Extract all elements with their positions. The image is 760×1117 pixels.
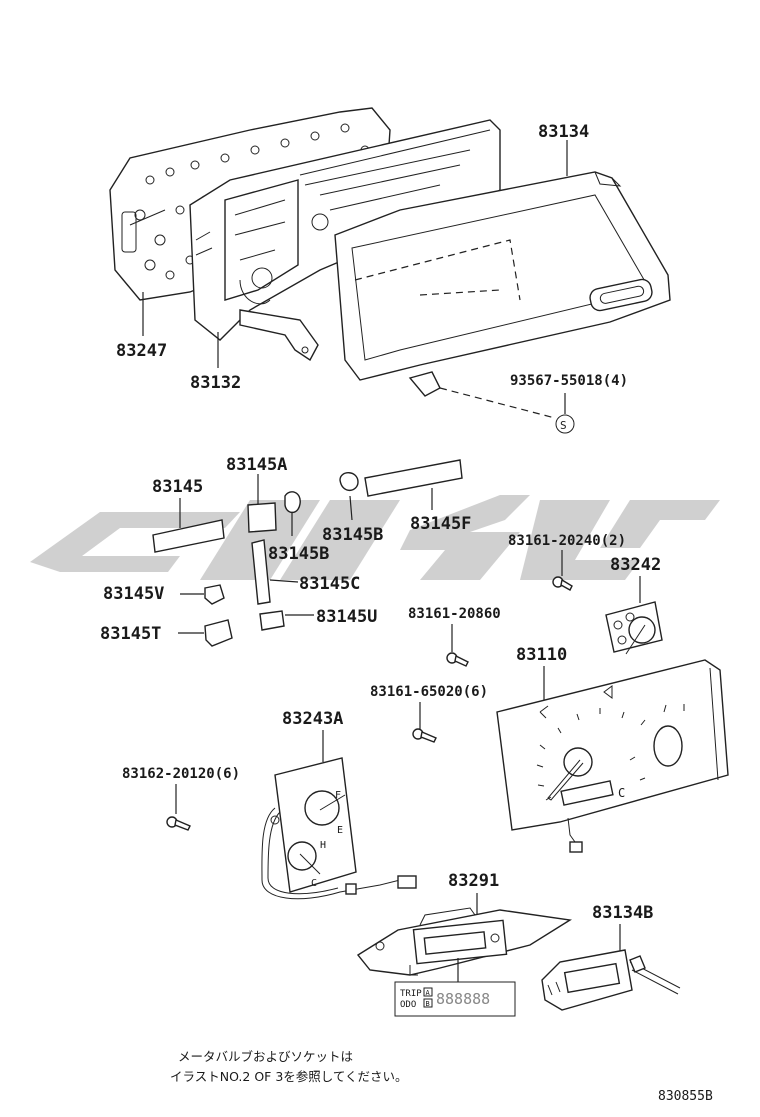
label-83134: 83134 xyxy=(538,122,589,142)
label-83161-20860: 83161-20860 xyxy=(408,606,501,622)
plate-83145U xyxy=(259,610,285,631)
gauge-83242: 83242 xyxy=(605,555,663,655)
label-83134B: 83134B xyxy=(592,903,653,923)
screw-83161-20860 xyxy=(446,652,469,667)
screw-symbol-circle xyxy=(555,414,575,434)
cap-83145B-center xyxy=(284,491,301,514)
top-callouts: 83134 83247 83132 S 93567-55018(4) xyxy=(116,122,628,434)
temp-h-mark: H xyxy=(320,840,326,851)
display-83134B: 83134B xyxy=(541,903,681,1011)
label-83145T: 83145T xyxy=(100,624,161,644)
label-83247: 83247 xyxy=(116,341,167,361)
label-83145F: 83145F xyxy=(410,514,471,534)
drawing-code: 830855B xyxy=(658,1089,713,1104)
odo-odo-label: ODO xyxy=(400,1000,416,1010)
screw-83161-65020 xyxy=(412,728,437,743)
fuel-e-mark: E xyxy=(337,825,343,836)
symbol-s: S xyxy=(560,419,567,432)
label-83145B-center: 83145B xyxy=(268,544,329,564)
label-83132: 83132 xyxy=(190,373,241,393)
odo-trip-label: TRIP xyxy=(400,989,422,999)
screws-group: 83161-20240(2) 83161-20860 83161-65020(6… xyxy=(122,533,626,831)
plate-83145T xyxy=(204,619,233,647)
label-83145C: 83145C xyxy=(299,574,360,594)
label-83145B-right: 83145B xyxy=(322,525,383,545)
small-plates-group: 83145F 83145B 83145A 83145 83145B 83145C… xyxy=(100,455,471,647)
label-83162-20120: 83162-20120(6) xyxy=(122,766,240,782)
label-83161-20240: 83161-20240(2) xyxy=(508,533,626,549)
label-83291: 83291 xyxy=(448,871,499,891)
plate-83145 xyxy=(152,519,225,553)
speedometer-83110: 83110 C xyxy=(496,645,729,853)
label-83145V: 83145V xyxy=(103,584,164,604)
screw-83162-20120 xyxy=(166,816,191,831)
note-line-1: メータバルブおよびソケットは xyxy=(178,1049,353,1064)
speedo-c-mark: C xyxy=(618,786,625,800)
label-83242: 83242 xyxy=(610,555,661,575)
label-83110: 83110 xyxy=(516,645,567,665)
plate-83145A xyxy=(247,502,277,533)
odo-a-label: A xyxy=(426,989,431,997)
label-83161-65020: 83161-65020(6) xyxy=(370,684,488,700)
cap-83145B-right xyxy=(339,472,359,492)
cap-83145V xyxy=(204,584,225,605)
strip-83145C xyxy=(251,539,271,605)
odometer-board-83291: 83291 TRIP ODO A B 888888 xyxy=(356,871,572,1017)
plate-83145F xyxy=(364,459,463,497)
watermark-logo xyxy=(30,495,720,580)
label-93567-55018: 93567-55018(4) xyxy=(510,373,628,389)
meter-case-83132 xyxy=(189,119,501,362)
odo-b-label: B xyxy=(426,1000,430,1008)
label-83145: 83145 xyxy=(152,477,203,497)
gauge-83243A: 83243A F E H C xyxy=(261,709,417,900)
label-83145U: 83145U xyxy=(316,607,377,627)
label-83243A: 83243A xyxy=(282,709,343,729)
meter-glass-83134 xyxy=(334,171,671,397)
odo-digits: 888888 xyxy=(436,990,490,1008)
fuel-f-mark: F xyxy=(335,790,341,801)
screw-83161-20240 xyxy=(552,576,573,591)
label-83145A: 83145A xyxy=(226,455,287,475)
note-line-2: イラストNO.2 OF 3を参照してください。 xyxy=(170,1069,408,1084)
temp-c-mark: C xyxy=(311,878,317,889)
